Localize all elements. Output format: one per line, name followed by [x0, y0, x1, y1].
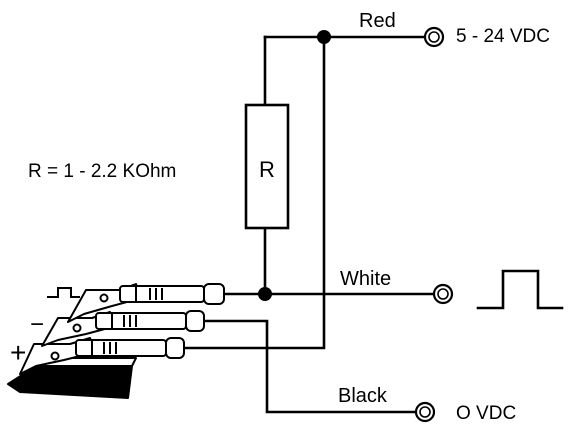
black-label: Black: [338, 385, 388, 407]
pulse-pin-icon: [47, 287, 80, 298]
supply-terminal: [423, 26, 445, 48]
red-label: Red: [359, 10, 396, 32]
ground-label: O VDC: [456, 403, 516, 424]
connector-housing: [7, 283, 225, 399]
white-terminal: [432, 283, 454, 305]
resistor-value-label: R = 1 - 2.2 KOhm: [28, 161, 176, 182]
red-wire-drop: [180, 35, 326, 350]
minus-pin-symbol: −: [30, 311, 44, 338]
black-wire: [198, 319, 418, 414]
resistor-body: [244, 103, 290, 230]
ground-terminal: [414, 401, 436, 423]
plus-pin-symbol: +: [10, 337, 26, 368]
square-wave-output-icon: [476, 269, 564, 310]
white-label: White: [340, 268, 391, 290]
resistor-symbol: R: [259, 157, 275, 182]
junction-dot-top: [317, 30, 331, 44]
supply-label: 5 - 24 VDC: [456, 26, 550, 47]
junction-dot-mid: [258, 287, 272, 301]
